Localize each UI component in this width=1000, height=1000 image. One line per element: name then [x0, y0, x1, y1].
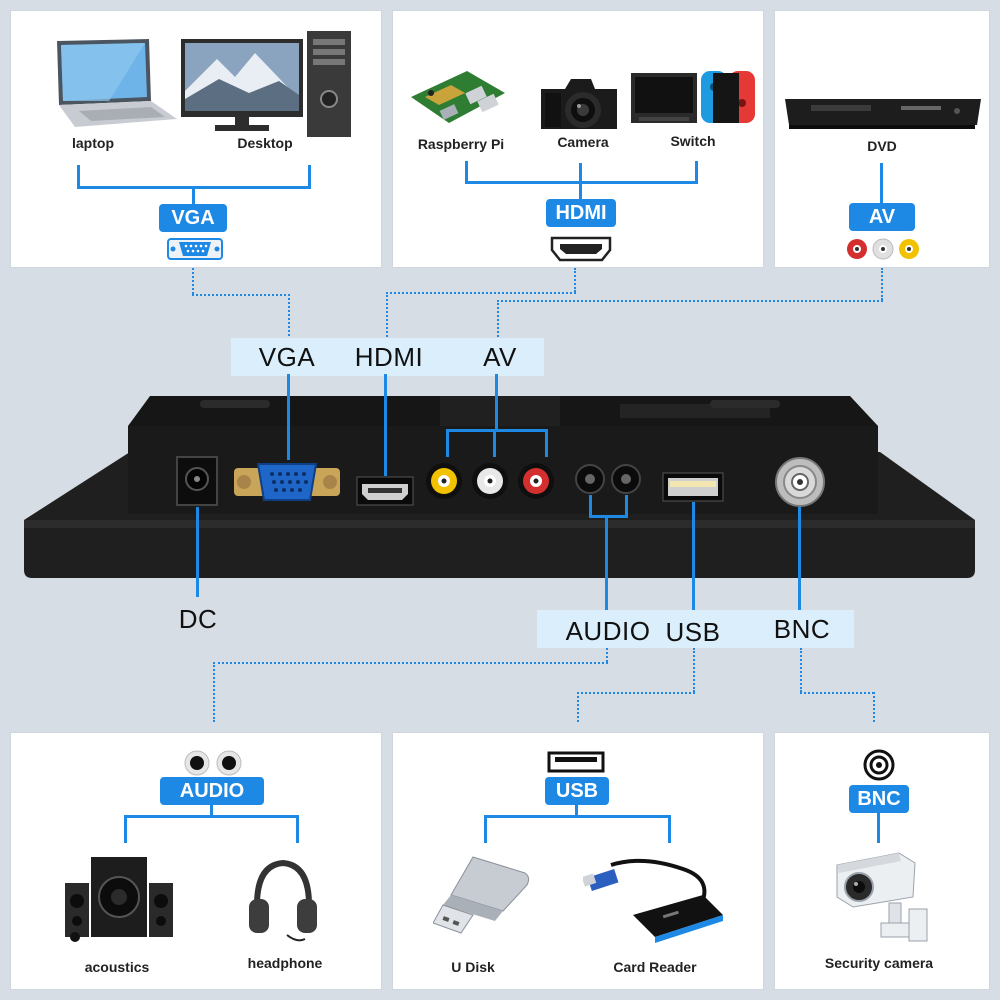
vga-connector-bracket	[77, 165, 311, 189]
vga-input-port-icon	[234, 463, 340, 501]
audio-badge: AUDIO	[160, 777, 264, 805]
device-label-card-reader: Card Reader	[613, 959, 697, 975]
rca-input-ports-icon	[426, 463, 554, 499]
security-camera-icon	[836, 852, 928, 942]
av-devices-panel: DVD AV	[774, 10, 990, 268]
vga-devices-panel: laptop Desktop VGA	[10, 10, 382, 268]
usb-input-port-icon	[662, 472, 724, 502]
port-label-audio: AUDIO	[565, 616, 651, 646]
vga-badge: VGA	[159, 204, 227, 232]
audio-devices-panel: AUDIO acoustics headphone	[10, 732, 382, 990]
device-label-u-disk: U Disk	[451, 959, 495, 975]
vga-port-icon	[167, 238, 223, 260]
hdmi-port-icon	[550, 236, 612, 262]
dvd-player-icon	[785, 99, 981, 129]
hdmi-input-port-icon	[356, 476, 414, 506]
device-label-headphone: headphone	[247, 955, 323, 971]
hdmi-badge: HDMI	[546, 199, 616, 227]
device-label-laptop: laptop	[72, 135, 114, 151]
bottom-port-label-band	[537, 610, 854, 648]
device-label-security-camera: Security camera	[824, 955, 934, 971]
port-label-usb: USB	[665, 617, 721, 647]
bnc-badge: BNC	[849, 785, 909, 813]
bnc-port-icon	[863, 749, 895, 781]
device-label-acoustics: acoustics	[84, 959, 150, 975]
port-label-av: AV	[483, 342, 517, 372]
camera-icon	[541, 79, 617, 129]
desktop-computer-icon	[181, 31, 351, 137]
usb-devices-panel: USB U Disk Card Reader	[392, 732, 764, 990]
top-port-label-band	[231, 338, 544, 376]
speakers-icon	[65, 857, 173, 942]
game-console-icon	[631, 71, 755, 123]
audio-jacks-icon	[184, 750, 242, 776]
usb-badge: USB	[545, 777, 609, 805]
device-label-desktop: Desktop	[237, 135, 293, 151]
card-reader-icon	[583, 858, 723, 943]
bnc-devices-panel: BNC Security camera	[774, 732, 990, 990]
rca-jacks-icon	[847, 238, 919, 260]
bnc-input-port-icon	[775, 457, 825, 507]
usb-drive-icon	[433, 856, 530, 934]
headphones-icon	[249, 859, 317, 942]
device-label-dvd: DVD	[867, 138, 897, 154]
av-badge: AV	[849, 203, 915, 231]
device-label-camera: Camera	[557, 134, 609, 150]
usb-port-icon	[547, 751, 605, 773]
port-label-hdmi: HDMI	[354, 342, 424, 372]
dc-power-jack-icon	[176, 456, 218, 506]
device-label-raspberry-pi: Raspberry Pi	[417, 136, 505, 152]
hdmi-devices-panel: Raspberry Pi Camera Switch HDMI	[392, 10, 764, 268]
device-label-switch: Switch	[670, 133, 716, 149]
port-label-bnc: BNC	[773, 614, 831, 644]
raspberry-pi-icon	[411, 71, 505, 123]
port-label-dc: DC	[178, 604, 218, 634]
laptop-icon	[57, 39, 177, 127]
port-label-vga: VGA	[258, 342, 316, 372]
audio-input-jacks-icon	[575, 464, 641, 494]
